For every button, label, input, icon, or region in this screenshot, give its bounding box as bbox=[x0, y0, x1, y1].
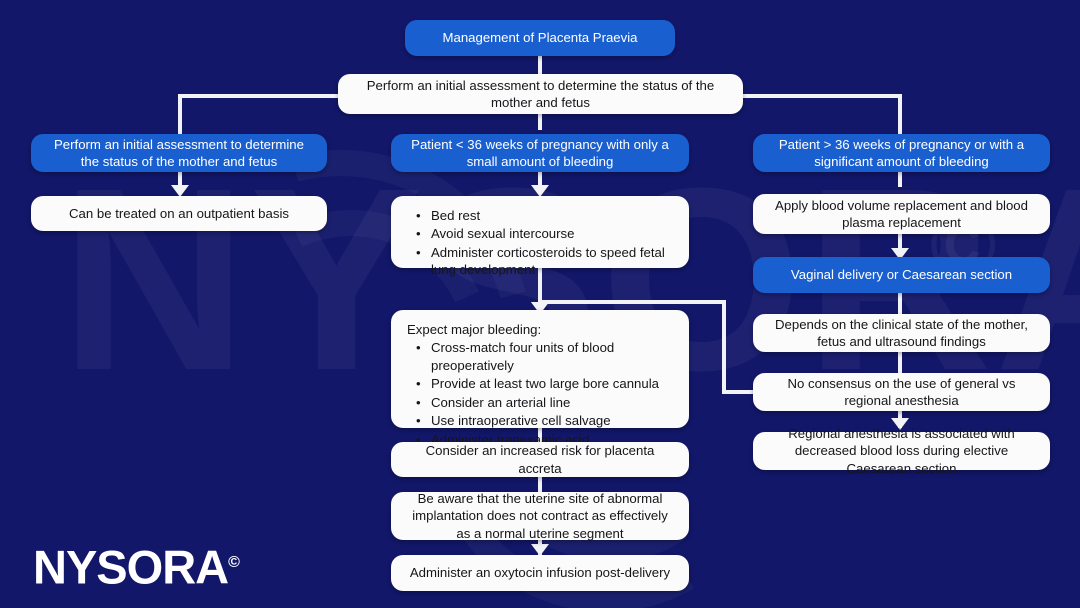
node-left-header[interactable]: Perform an initial assessment to determi… bbox=[31, 134, 327, 172]
list-item: Administer corticosteroids to speed feta… bbox=[416, 244, 673, 279]
node-right-regional-anesthesia[interactable]: Regional anesthesia is associated with d… bbox=[753, 426, 1050, 476]
list-item: Consider an arterial line bbox=[416, 394, 673, 412]
connector-bus-drop-right bbox=[898, 94, 902, 134]
node-middle-oxytocin[interactable]: Administer an oxytocin infusion post-del… bbox=[391, 555, 689, 591]
connector-mid-header-to-management bbox=[538, 170, 542, 187]
logo-copyright-mark: © bbox=[228, 554, 240, 571]
connector-bus-drop-left bbox=[178, 94, 182, 134]
node-title[interactable]: Management of Placenta Praevia bbox=[405, 20, 675, 56]
node-middle-accreta-risk[interactable]: Consider an increased risk for placenta … bbox=[391, 442, 689, 477]
nysora-logo: NYSORA© bbox=[33, 538, 240, 593]
list-item: Avoid sexual intercourse bbox=[416, 225, 673, 243]
list-item: Use intraoperative cell salvage bbox=[416, 412, 673, 430]
node-initial-assessment[interactable]: Perform an initial assessment to determi… bbox=[338, 74, 743, 114]
list-item: Cross-match four units of blood preopera… bbox=[416, 339, 673, 374]
node-middle-uterine-site[interactable]: Be aware that the uterine site of abnorm… bbox=[391, 491, 689, 541]
node-right-blood-replacement[interactable]: Apply blood volume replacement and blood… bbox=[753, 194, 1050, 234]
node-right-header[interactable]: Patient > 36 weeks of pregnancy or with … bbox=[753, 134, 1050, 172]
list-item: Provide at least two large bore cannula bbox=[416, 375, 673, 393]
major-bleeding-lead: Expect major bleeding: bbox=[407, 322, 542, 337]
connector-right-depends-to-consensus bbox=[898, 351, 902, 373]
connector-title-to-assessment bbox=[538, 54, 542, 76]
connector-cross-from-consensus bbox=[722, 390, 756, 394]
node-right-no-consensus[interactable]: No consensus on the use of general vs re… bbox=[753, 373, 1050, 411]
connector-cross-riser bbox=[722, 300, 726, 394]
connector-right-delivery-to-depends bbox=[898, 292, 902, 314]
node-middle-management-list[interactable]: Bed rest Avoid sexual intercourse Admini… bbox=[391, 196, 689, 277]
node-right-delivery[interactable]: Vaginal delivery or Caesarean section bbox=[753, 257, 1050, 293]
major-bleeding-list: Cross-match four units of blood preopera… bbox=[407, 339, 673, 448]
connector-cross-to-bleeding bbox=[538, 300, 726, 304]
connector-assessment-stem bbox=[538, 112, 542, 130]
node-right-clinical-state[interactable]: Depends on the clinical state of the mot… bbox=[753, 314, 1050, 352]
connector-right-header-to-blood bbox=[898, 170, 902, 187]
node-left-outcome[interactable]: Can be treated on an outpatient basis bbox=[31, 196, 327, 231]
connector-left-header-to-outcome bbox=[178, 170, 182, 187]
management-list: Bed rest Avoid sexual intercourse Admini… bbox=[407, 207, 673, 279]
node-middle-header[interactable]: Patient < 36 weeks of pregnancy with onl… bbox=[391, 134, 689, 172]
logo-wordmark: NYSORA bbox=[33, 540, 229, 594]
node-middle-major-bleeding[interactable]: Expect major bleeding: Cross-match four … bbox=[391, 310, 689, 448]
list-item: Bed rest bbox=[416, 207, 673, 225]
